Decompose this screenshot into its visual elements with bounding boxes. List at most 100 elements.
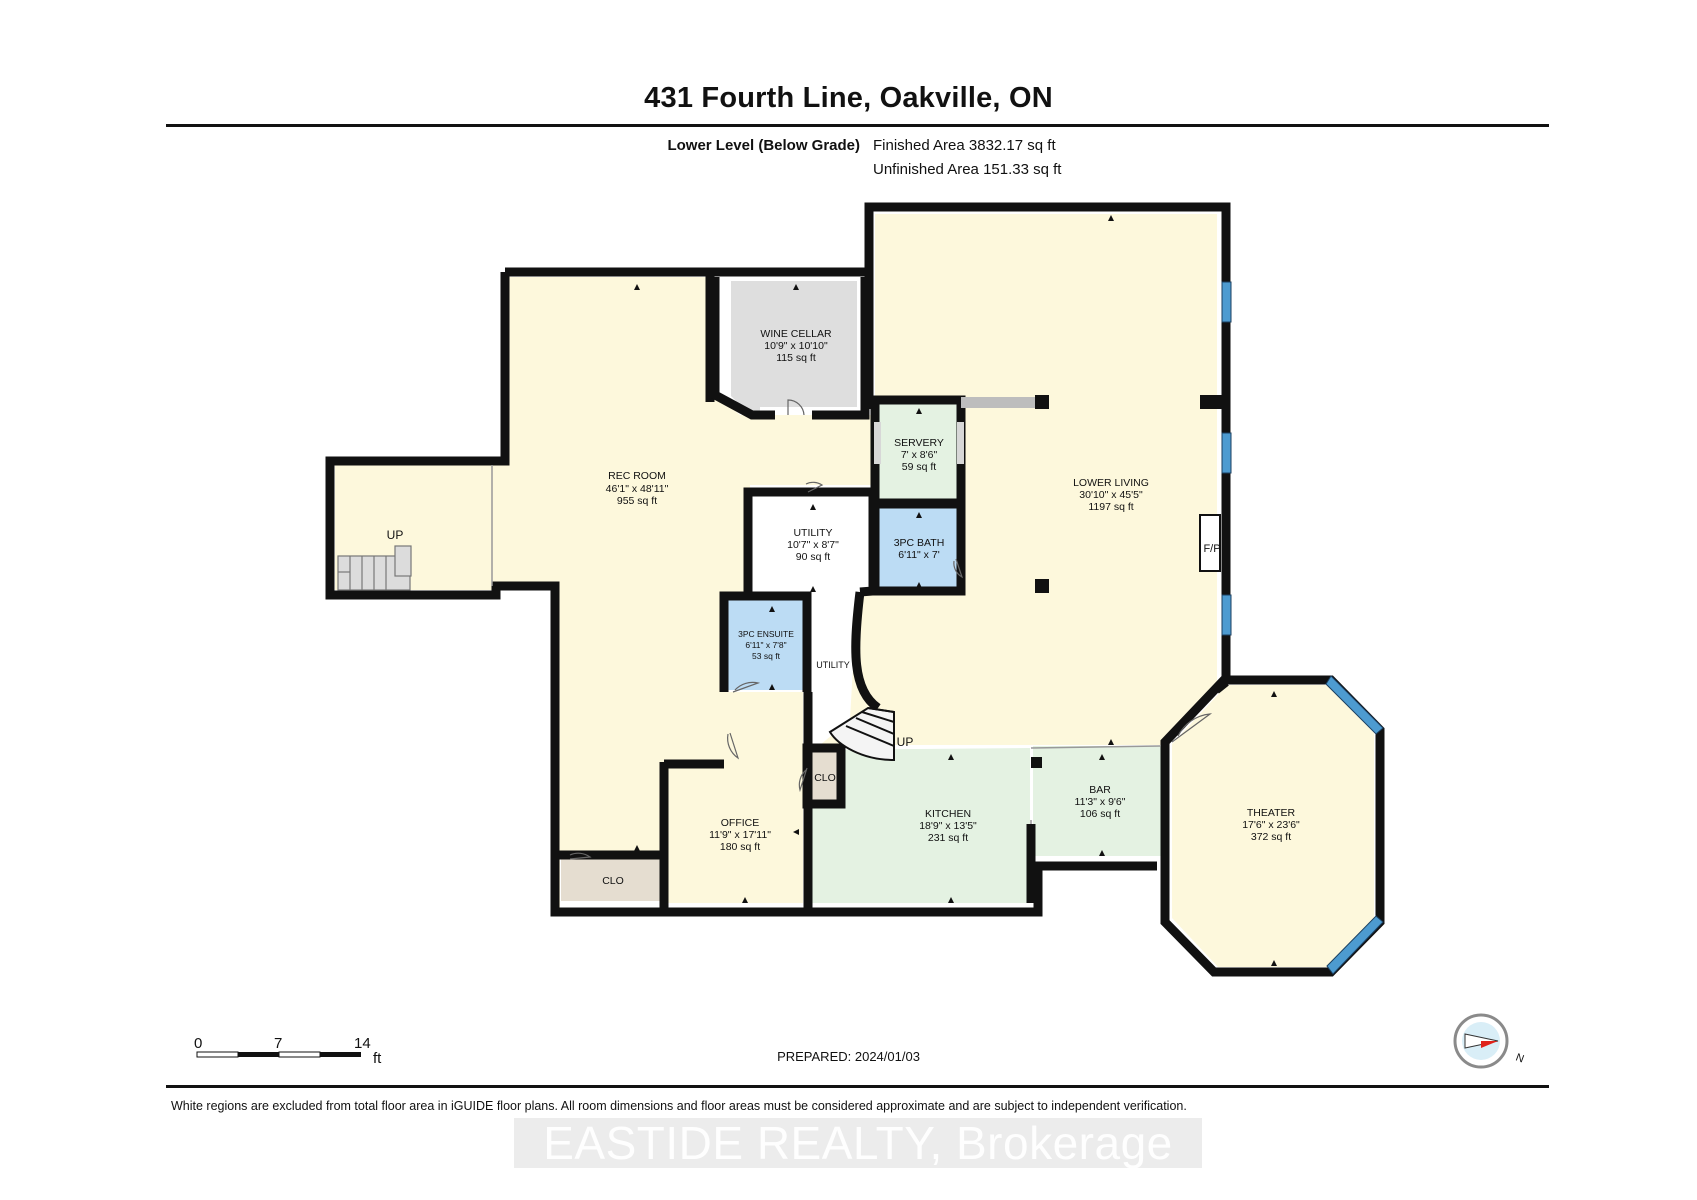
- unfinished-area: Unfinished Area 151.33 sq ft: [873, 161, 1062, 178]
- servery-name: SERVERY: [894, 437, 944, 449]
- bath-area: [878, 506, 958, 588]
- utility-wall: [743, 487, 873, 595]
- dimension-arrows: [634, 215, 1277, 966]
- main-stairs: [828, 706, 895, 762]
- theater-dims: 17'6" x 23'6": [1242, 819, 1300, 831]
- window-1: [1221, 281, 1232, 323]
- rec-room-area-label: 955 sq ft: [617, 495, 657, 507]
- columns: [1031, 395, 1222, 768]
- fireplace: [1199, 514, 1221, 572]
- prepared-date: PREPARED: 2024/01/03: [777, 1049, 920, 1064]
- closet-stair-wall: [802, 743, 846, 809]
- bar-area-label: 106 sq ft: [1080, 808, 1120, 820]
- window-theater-1: [1325, 675, 1384, 735]
- page-title: 431 Fourth Line, Oakville, ON: [644, 82, 1053, 114]
- servery-left-window: [874, 422, 881, 464]
- kitchen-bar-top: [1030, 745, 1161, 749]
- window-2: [1221, 432, 1232, 474]
- utility-divider: [859, 492, 878, 597]
- servery-window: [957, 422, 964, 464]
- stairs-main-label: UP: [897, 735, 914, 749]
- lower-living-area: [820, 214, 1217, 745]
- rec-left-edge: [325, 272, 1157, 917]
- bar-dims: 11'3" x 9'6": [1075, 796, 1126, 808]
- bar-name: BAR: [1089, 784, 1111, 796]
- room-labels: REC ROOM 46'1" x 48'11" 955 sq ft WINE C…: [602, 328, 1300, 887]
- kitchen-name: KITCHEN: [925, 808, 971, 820]
- lower-living-name: LOWER LIVING: [1073, 477, 1149, 489]
- door-bath: [953, 558, 964, 579]
- door-wine: [787, 399, 805, 416]
- office-dims: 11'9" x 17'11": [709, 829, 771, 841]
- door-clo-stair: [798, 767, 808, 793]
- scale-label-7: 7: [274, 1035, 283, 1052]
- title-divider: [166, 124, 1549, 127]
- stairs-left-label: UP: [387, 528, 404, 542]
- rec-room-dims: 46'1" x 48'11": [606, 483, 669, 495]
- wall-stub: [1200, 395, 1222, 409]
- utility-name: UTILITY: [793, 527, 832, 539]
- servery-dims: 7' x 8'6": [901, 449, 938, 461]
- wine-cellar-wall-2: [812, 277, 870, 420]
- kitchen-dims: 18'9" x 13'5": [919, 820, 977, 832]
- utility-dims: 10'7" x 8'7": [787, 539, 839, 551]
- window-theater-2: [1326, 915, 1384, 975]
- column-3: [1031, 757, 1042, 768]
- closet-rec-name: CLO: [602, 875, 624, 887]
- scale-unit: ft: [373, 1050, 382, 1067]
- room-fills: [335, 214, 1374, 967]
- theater-area: [1172, 685, 1374, 967]
- servery-area: [878, 403, 958, 501]
- ensuite-name: 3PC ENSUITE: [738, 629, 794, 639]
- compass-icon: [1453, 1013, 1509, 1069]
- utility-hall-name: UTILITY: [816, 660, 850, 670]
- fireplace-label: F/P: [1203, 543, 1220, 555]
- wine-cellar-dims: 10'9" x 10'10": [764, 340, 828, 352]
- disclaimer-text: White regions are excluded from total fl…: [171, 1099, 1187, 1113]
- finished-area: Finished Area 3832.17 sq ft: [873, 137, 1056, 154]
- door-office: [727, 732, 740, 760]
- footer-divider: [166, 1085, 1549, 1088]
- wine-cellar-wall: [710, 277, 775, 420]
- ensuite-wall: [719, 591, 812, 692]
- kitchen-area-label: 231 sq ft: [928, 832, 968, 844]
- compass-north-label: N: [1514, 1052, 1526, 1066]
- bar-area: [1033, 746, 1162, 856]
- window-3: [1221, 594, 1232, 636]
- doors: [569, 399, 1213, 860]
- windows: [1221, 281, 1384, 975]
- wine-cellar-name: WINE CELLAR: [760, 328, 832, 340]
- utility-area-label: 90 sq ft: [796, 551, 831, 563]
- wine-cellar-area-label: 115 sq ft: [776, 352, 816, 364]
- bath-name: 3PC BATH: [894, 537, 945, 549]
- theater-name: THEATER: [1247, 807, 1296, 819]
- door-theater: [1171, 713, 1213, 743]
- main-stair-wall: [851, 591, 881, 712]
- wine-cellar-area: [731, 281, 857, 418]
- partial-wall: [961, 397, 1035, 408]
- rec-room-area: [492, 277, 877, 908]
- bath-dims: 6'11" x 7': [898, 549, 939, 561]
- office-area-label: 180 sq ft: [720, 841, 760, 853]
- scale-bar: [196, 1051, 361, 1058]
- door-ensuite: [732, 681, 761, 693]
- office-area: [668, 692, 803, 903]
- door-utility: [805, 481, 824, 493]
- door-clo-rec: [569, 852, 592, 860]
- servery-area-label: 59 sq ft: [902, 461, 937, 473]
- closet-rec-area: [561, 857, 662, 901]
- scale-label-0: 0: [194, 1035, 203, 1052]
- kitchen-area: [810, 748, 1030, 903]
- office-name: OFFICE: [721, 817, 760, 829]
- lower-living-dims: 30'10" x 45'5": [1079, 489, 1143, 501]
- column-2: [1035, 579, 1049, 593]
- rec-room-name: REC ROOM: [608, 470, 666, 482]
- ensuite-area: [726, 598, 803, 690]
- ensuite-area-label: 53 sq ft: [752, 651, 781, 661]
- theater-area-label: 372 sq ft: [1251, 831, 1291, 843]
- ensuite-dims: 6'11" x 7'8": [745, 640, 786, 650]
- closet-stair-name: CLO: [814, 772, 836, 784]
- level-label: Lower Level (Below Grade): [667, 137, 860, 154]
- closet-stair-area: [809, 750, 839, 801]
